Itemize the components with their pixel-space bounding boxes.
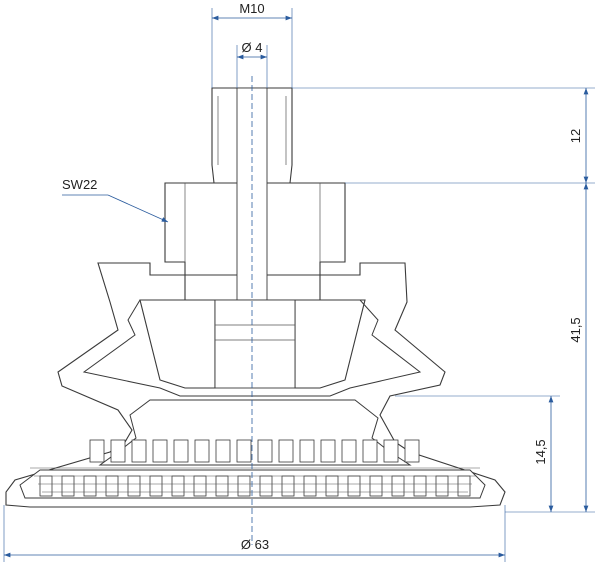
rib-block [110,439,126,463]
cleat-block [149,475,163,497]
wrench-size-label: SW22 [62,177,97,192]
rib-block [257,439,273,463]
cleat-block [171,475,185,497]
rib-block [215,439,231,463]
rib-block [194,439,210,463]
cleat-block [83,475,97,497]
rib-block [236,439,252,463]
rib-block [173,439,189,463]
rib-block [152,439,168,463]
bellow-height-label: 14,5 [533,439,548,464]
thread-size-label: M10 [239,1,264,16]
cleat-block [413,475,427,497]
rib-block [320,439,336,463]
rib-block [131,439,147,463]
cleat-block [39,475,53,497]
cleat-block [61,475,75,497]
cleat-block [237,475,251,497]
cleat-block [391,475,405,497]
rib-block [89,439,105,463]
outer-diameter-label: Ø 63 [241,537,269,552]
cleat-block [457,475,471,497]
cleat-block [303,475,317,497]
cleat-block [259,475,273,497]
thread-height-label: 12 [568,129,583,143]
cleat-block [281,475,295,497]
cleat-block [369,475,383,497]
total-height-label: 41,5 [568,317,583,342]
cleat-block [193,475,207,497]
cleat-block [105,475,119,497]
cleat-block [215,475,229,497]
rib-block [278,439,294,463]
cleat-block [325,475,339,497]
dimension-lines [3,8,595,562]
rib-block [404,439,420,463]
rib-block [383,439,399,463]
support-ribs [30,439,480,497]
rib-block [362,439,378,463]
rib-block [341,439,357,463]
cleat-block [127,475,141,497]
cleat-block [435,475,449,497]
cleat-block [347,475,361,497]
rib-block [299,439,315,463]
bore-diameter-label: Ø 4 [242,40,263,55]
